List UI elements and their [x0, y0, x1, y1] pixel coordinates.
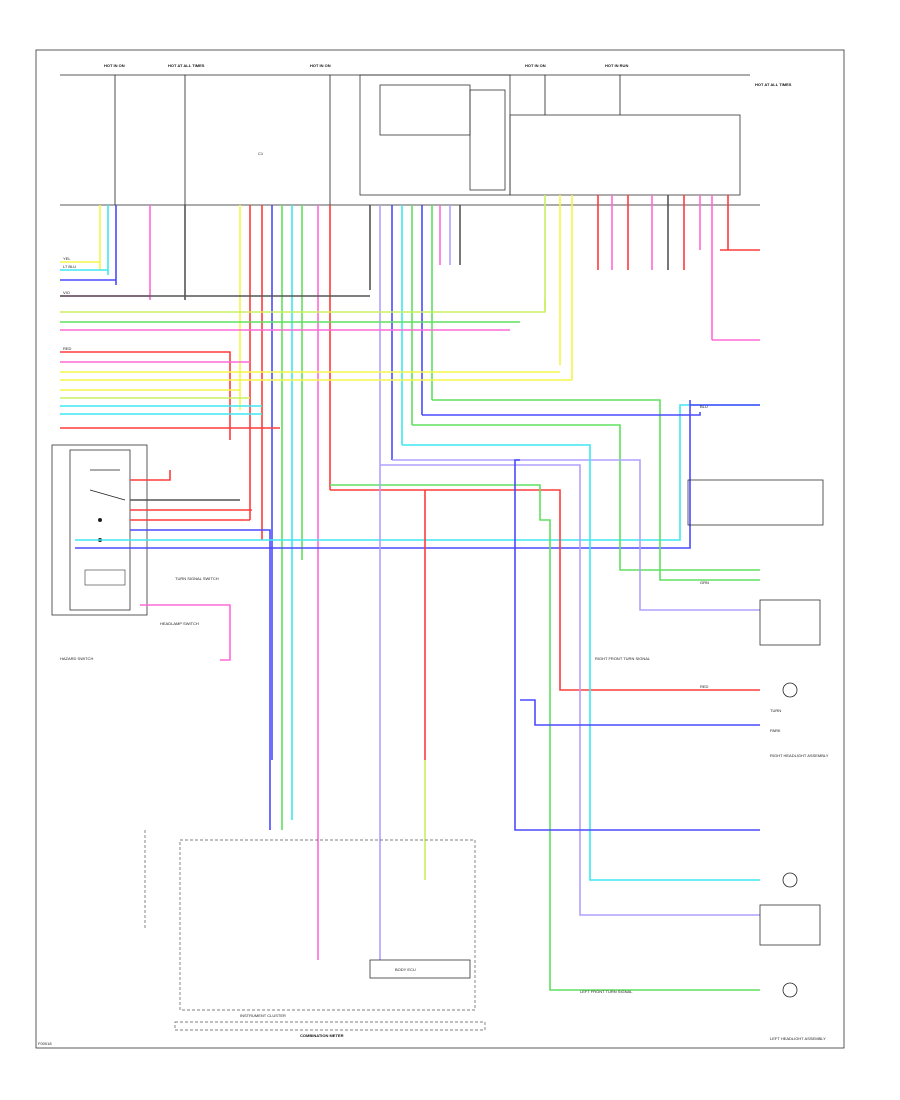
left-front-lamp-label: LEFT HEADLIGHT ASSEMBLY — [770, 1036, 826, 1041]
wire-label-4: RED — [63, 346, 72, 351]
fuse-area — [60, 74, 750, 205]
hazard-switch-label: HAZARD SWITCH — [60, 656, 93, 661]
left-bundle-top — [60, 261, 546, 331]
right-side-wires — [330, 249, 760, 991]
right-front-lamp-label: RIGHT HEADLIGHT ASSEMBLY — [770, 753, 829, 758]
left-turn-lamp-label: LEFT FRONT TURN SIGNAL — [580, 989, 633, 994]
headlamp-switch: HEADLAMP SWITCH — [51, 444, 199, 626]
top-label-5: HOT IN RUN — [605, 63, 628, 68]
right-turn-lamp-label: RIGHT FRONT TURN SIGNAL — [595, 656, 651, 661]
left-bundle-middle — [60, 351, 572, 440]
switch-wires — [75, 400, 760, 760]
body-ecu-label: BODY ECU — [395, 967, 416, 972]
fig-code: F00018 — [38, 1041, 52, 1046]
top-label-1: HOT IN ON — [104, 63, 125, 68]
wire-label-2: LT BLU — [63, 264, 76, 269]
turn-signal-switch-label: TURN SIGNAL SWITCH — [175, 576, 219, 581]
top-label-4: HOT IN ON — [525, 63, 546, 68]
wire-label-6: RED — [700, 684, 709, 689]
wire-label-3: VIO — [63, 290, 70, 295]
park-lamp-right: PARK — [770, 728, 781, 733]
top-label-2: HOT AT ALL TIMES — [168, 63, 205, 68]
top-label-3: HOT IN ON — [310, 63, 331, 68]
wire-label-5: GRN — [700, 580, 709, 585]
fuse-label: C1 — [258, 151, 264, 156]
wire-label-1: YEL — [63, 256, 71, 261]
combination-meter-label: COMBINATION METER — [300, 1033, 344, 1038]
wire-label-7: BLU — [700, 404, 708, 409]
top-label-6: HOT AT ALL TIMES — [755, 82, 792, 87]
bottom-wires — [269, 465, 426, 960]
vertical-wires — [99, 195, 729, 830]
turn-lamp-right: TURN — [770, 708, 781, 713]
top-labels: HOT IN ON HOT AT ALL TIMES HOT IN ON HOT… — [104, 63, 792, 87]
instrument-cluster-label: INSTRUMENT CLUSTER — [240, 1013, 286, 1018]
headlamp-switch-label: HEADLAMP SWITCH — [160, 621, 199, 626]
misc-labels: YEL LT BLU VIO RED GRN RED BLU HAZARD SW… — [38, 256, 709, 1046]
bottom-boxes: COMBINATION METER BODY ECU INSTRUMENT CL… — [144, 830, 486, 1038]
outer-frame — [35, 49, 845, 1049]
right-components: PARK TURN RIGHT HEADLIGHT ASSEMBLY LEFT … — [580, 479, 829, 1041]
